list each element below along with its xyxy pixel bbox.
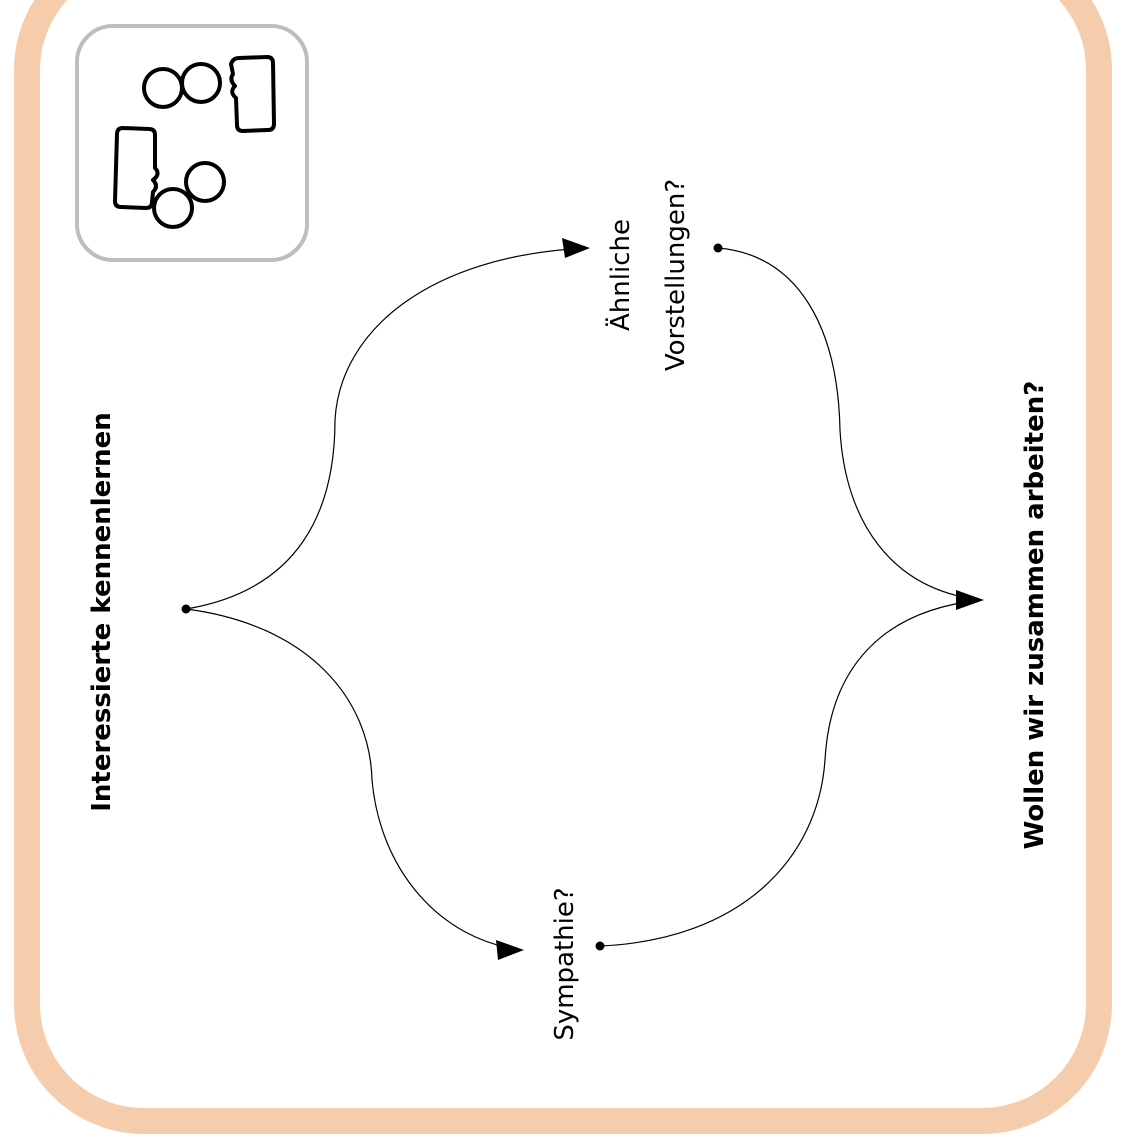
connector-bottom-to-end <box>599 599 983 947</box>
connector-top-to-end <box>717 247 983 601</box>
label-top-line2: Vorstellungen? <box>661 179 691 371</box>
conversation-icon <box>113 55 276 229</box>
connector-start-to-bottom <box>185 608 523 951</box>
label-top-line1: Ähnliche <box>604 219 636 331</box>
arrowhead-top <box>562 238 590 258</box>
label-bottom: Sympathie? <box>550 887 580 1040</box>
arrowhead-end <box>956 590 984 610</box>
label-end: Wollen wir zusammen arbeiten? <box>1020 381 1050 850</box>
conversation-icon-box <box>75 24 309 262</box>
arrowhead-bottom <box>496 940 524 960</box>
bottom-dot <box>595 941 605 951</box>
connector-start-to-top <box>185 247 589 610</box>
start-dot <box>181 604 191 614</box>
label-start: Interessierte kennenlernen <box>87 412 117 812</box>
top-dot <box>713 243 723 253</box>
